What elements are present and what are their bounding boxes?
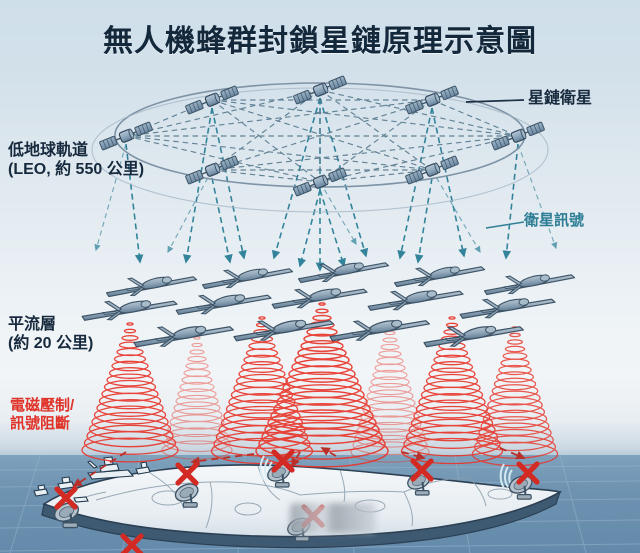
landmass — [41, 464, 563, 549]
drone — [80, 294, 179, 323]
label-satellite-signal: 衛星訊號 — [524, 212, 585, 229]
drone — [200, 262, 295, 292]
label-strato-line1: 平流層 — [8, 316, 57, 333]
jam-cone-main — [255, 302, 389, 468]
drone-row-middle — [80, 282, 557, 323]
jam-cone — [471, 326, 559, 467]
drone — [104, 270, 199, 300]
jam-cone — [350, 324, 430, 463]
ground-terminal-group — [50, 455, 536, 542]
drone — [392, 260, 487, 290]
jam-cone — [81, 322, 179, 463]
label-leo-line2: (LEO, 約 550 公里) — [8, 160, 145, 178]
label-leo-orbit: 低地球軌道(LEO, 約 550 公里) — [8, 142, 144, 180]
drone — [132, 320, 235, 350]
jam-cone — [161, 336, 233, 460]
drone — [366, 284, 465, 313]
label-em-suppression: 電磁壓制/訊號阻斷 — [10, 397, 74, 432]
satellite-signal-arrows-secondary — [94, 143, 558, 254]
label-strato-line2: (約 20 公里) — [8, 334, 94, 352]
drone — [270, 282, 369, 311]
drone — [296, 256, 391, 286]
jam-attack-arrow-center — [291, 451, 301, 468]
drone — [174, 288, 273, 317]
jam-attack-arrows — [72, 447, 526, 487]
label-stratosphere: 平流層(約 20 公里) — [8, 316, 93, 354]
drone — [422, 320, 525, 350]
jam-cone — [400, 316, 504, 465]
satellite-label-leader — [465, 99, 525, 103]
label-leo-line1: 低地球軌道 — [8, 142, 89, 159]
page-title: 無人機蜂群封鎖星鏈原理示意圖 — [103, 25, 537, 58]
jam-cone — [210, 316, 314, 465]
inter-satellite-links — [125, 89, 519, 183]
label-starlink-satellite: 星鏈衛星 — [528, 90, 593, 107]
drone — [482, 268, 577, 298]
signal-label-leader — [485, 221, 525, 229]
censored-map-label — [290, 503, 376, 533]
label-jam-line1: 電磁壓制/ — [10, 397, 75, 414]
drone — [328, 314, 431, 344]
drone — [458, 292, 557, 321]
label-jam-line2: 訊號阻斷 — [10, 414, 71, 432]
jam-cone-group — [81, 302, 559, 468]
